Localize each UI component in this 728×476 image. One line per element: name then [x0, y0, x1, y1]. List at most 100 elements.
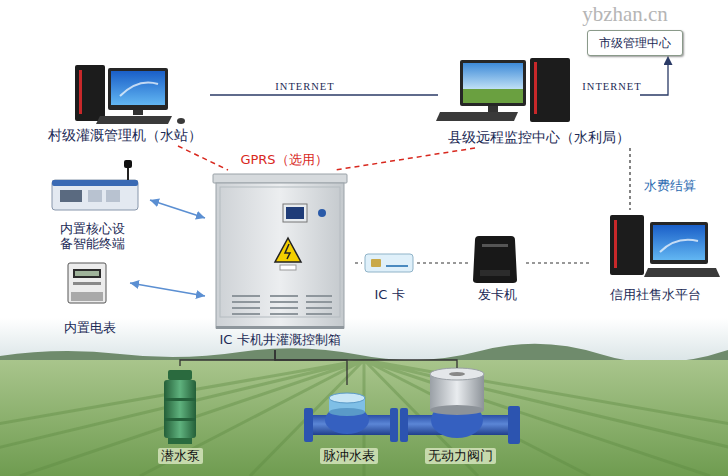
device-node: IC 卡 — [362, 250, 417, 305]
mouse — [177, 118, 185, 124]
device-node: 潜水泵 — [150, 366, 210, 466]
node-label: 无动力阀门 — [425, 448, 496, 464]
cabinet-door — [220, 187, 340, 317]
node-label: 脉冲水表 — [320, 448, 378, 464]
meter-display-glass — [75, 271, 99, 276]
connector — [417, 262, 468, 263]
issuer-body — [473, 236, 517, 283]
cabinet-body — [216, 183, 344, 328]
meter-terminal — [71, 292, 103, 301]
node-label: 信用社售水平台 — [610, 287, 701, 303]
cabinet-logo — [318, 209, 326, 217]
pc-tower-stripe — [79, 70, 82, 114]
monitor-screen — [463, 63, 523, 89]
edge-label-box: INTERNET — [273, 81, 336, 92]
card-chip — [371, 259, 381, 267]
node-label: 内置电表 — [64, 320, 116, 336]
sky-band — [0, 318, 728, 363]
computer-node: 村级灌溉管理机（水站） — [40, 62, 210, 146]
connector — [150, 200, 205, 218]
node-label: IC 卡机井灌溉控制箱 — [219, 332, 340, 348]
ic-card — [365, 254, 413, 272]
terminal-band — [52, 180, 138, 186]
edge-label: INTERNET — [580, 81, 643, 92]
node-label: IC 卡 — [374, 287, 404, 303]
cabinet-node: IC 卡机井灌溉控制箱 — [205, 170, 355, 350]
village-computer — [75, 65, 185, 124]
edge-label: INTERNET — [273, 81, 336, 92]
pump-band — [164, 398, 196, 401]
connector — [640, 56, 668, 95]
connector — [526, 262, 590, 263]
cabinet-plate — [280, 265, 296, 270]
county-computer — [436, 58, 570, 122]
meter-head-rim — [329, 408, 365, 416]
monitor-screen — [111, 71, 165, 105]
monitor-frame — [108, 68, 168, 110]
submersible-pump — [164, 370, 196, 444]
pipe-flange — [508, 406, 520, 444]
valve-actuator-rim — [430, 405, 484, 415]
issuer-base — [480, 270, 510, 276]
edge-label: 水费结算 — [642, 177, 698, 195]
pulse-water-meter — [304, 393, 398, 442]
monitor-frame — [460, 60, 526, 106]
pc-tower — [610, 215, 644, 275]
edge-label-box: INTERNET — [580, 81, 643, 92]
computer-node: 县级远程监控中心（水利局） — [438, 55, 640, 148]
cabinet-roof — [213, 174, 347, 183]
terminal-module — [106, 190, 120, 202]
connector — [275, 350, 457, 368]
terminal-module — [60, 190, 82, 202]
node-label: 市级管理中心 — [599, 36, 671, 50]
keyboard — [644, 268, 720, 277]
keyboard — [436, 112, 518, 121]
screen-swoosh — [120, 83, 158, 97]
warning-sign — [275, 238, 301, 262]
pc-tower — [75, 65, 105, 121]
pc-tower-stripe — [534, 62, 537, 114]
valve-actuator-top — [430, 368, 484, 380]
pump-body — [164, 380, 196, 438]
pump-band — [164, 418, 196, 421]
meter-housing — [325, 406, 369, 434]
cabinet-display — [286, 207, 304, 219]
node-label: 潜水泵 — [158, 448, 203, 464]
electric-meter — [68, 263, 106, 303]
watermark: ybzhan.cn — [582, 2, 668, 27]
pump-cap — [168, 370, 192, 380]
credit-computer — [610, 215, 720, 277]
label-box: ybzhan.cn — [582, 2, 668, 27]
meter-display — [73, 269, 101, 278]
connector — [629, 148, 630, 210]
valve-body — [431, 402, 483, 438]
connector — [335, 148, 475, 170]
meter-dial — [329, 393, 365, 403]
antenna — [127, 166, 129, 180]
pipe-flange — [400, 408, 408, 442]
issuer-slot — [482, 244, 508, 247]
process-box: 市级管理中心 — [587, 30, 683, 56]
connector — [180, 350, 275, 366]
terminal-module — [88, 190, 102, 202]
device-node: 无动力阀门 — [400, 368, 520, 466]
screen-swoosh — [660, 240, 698, 252]
meter-body — [68, 263, 106, 303]
pc-tower — [530, 58, 570, 122]
smart-terminal — [52, 160, 138, 210]
network-note: GPRS（选用） — [240, 151, 327, 169]
monitor-screen — [653, 225, 705, 260]
edge-label-box: 水费结算 — [642, 177, 698, 195]
card-issuer — [473, 236, 517, 283]
cabinet-vents — [232, 296, 332, 314]
card-body — [365, 254, 413, 272]
device-node: 发卡机 — [468, 232, 526, 305]
node-label: 村级灌溉管理机（水站） — [48, 127, 202, 144]
pipe-flange — [304, 408, 313, 442]
monitor-frame — [650, 222, 708, 264]
label-box: GPRS（选用） — [240, 151, 327, 169]
cabinet-base — [216, 326, 344, 329]
computer-node: 信用社售水平台 — [590, 210, 720, 305]
node-label: 内置核心设备智能终端 — [59, 221, 127, 252]
